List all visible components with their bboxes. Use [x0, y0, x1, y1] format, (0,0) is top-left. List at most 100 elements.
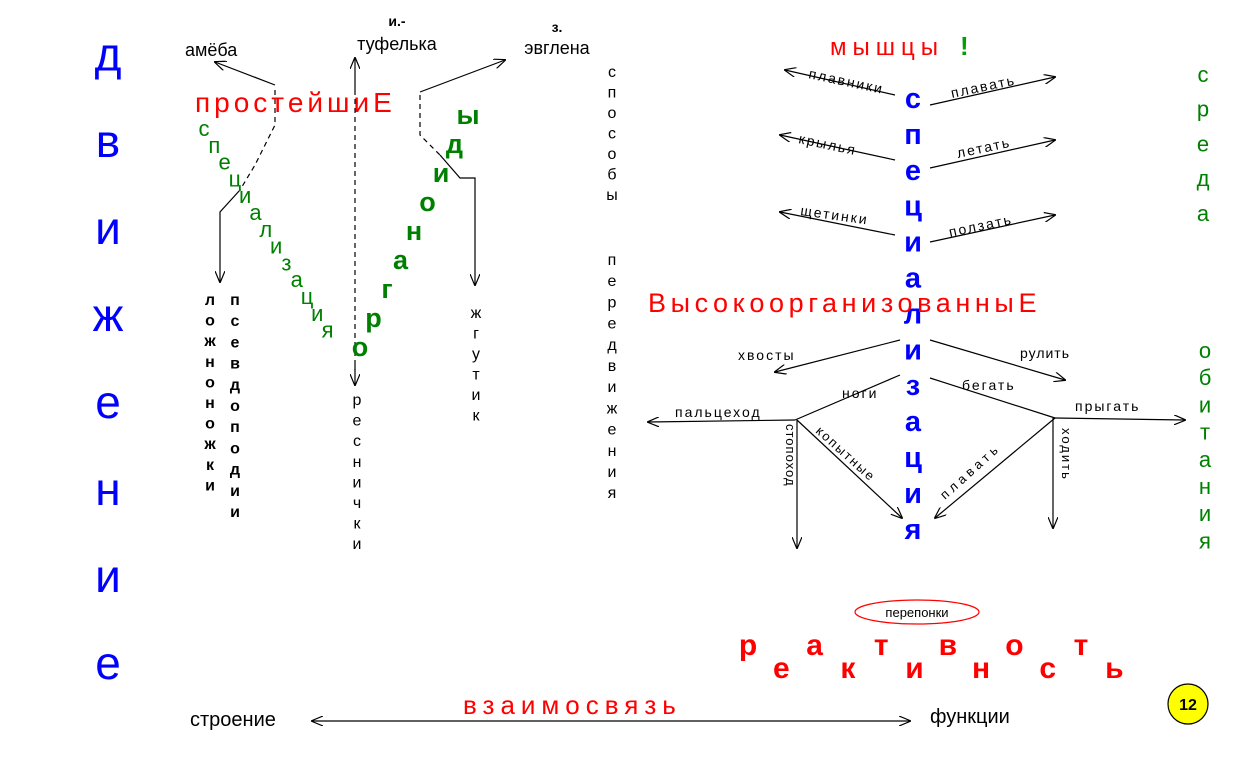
arrow-fins [785, 70, 896, 96]
pseudopodia2-letter: и [230, 504, 240, 521]
pseudopodia2-letter: д [230, 462, 240, 479]
page-number: 12 [1179, 697, 1197, 714]
specialization-green-letter: л [259, 217, 272, 242]
methods1-letter: о [608, 105, 617, 122]
relation-label: взаимосвязь [463, 690, 682, 720]
euglena-label: эвглена [524, 38, 590, 58]
dvizhenie-letter: в [96, 115, 120, 167]
methods2-letter: н [608, 443, 617, 460]
arrow-to-euglena [419, 60, 505, 93]
methods2-letter: д [607, 337, 617, 354]
methods2-letter: е [608, 316, 617, 333]
methods2-letter: я [608, 485, 617, 502]
specialization-green-letter: и [311, 301, 323, 326]
specialization-green-letter: и [239, 183, 251, 208]
arrow-swim2 [935, 417, 1056, 518]
cilia-letter: ч [353, 495, 361, 512]
dvizhenie-letter: и [95, 550, 121, 602]
pseudopodia1-letter: и [205, 477, 215, 494]
specialization-green-letter: а [249, 200, 262, 225]
arrow-fly [929, 140, 1055, 169]
environment-letter: е [1197, 131, 1209, 156]
pseudopodia1-letter: о [205, 313, 215, 330]
pseudopodia1-letter: о [205, 416, 215, 433]
methods1-letter: с [608, 64, 616, 81]
arrow-to-pseudopodia [220, 189, 241, 282]
reactivity-letter: р [739, 629, 757, 662]
arrow-to-flagellum [439, 154, 475, 285]
pseudopodia2-letter: с [231, 313, 240, 330]
reactivity-letter: с [1039, 652, 1056, 685]
pseudopodia1-letter: ж [203, 436, 216, 453]
methods2-letter: в [608, 358, 617, 375]
specialization-blue-letter: и [904, 478, 922, 510]
methods2-letter: е [608, 422, 617, 439]
arrow-tails [775, 339, 901, 372]
environment-letter: р [1197, 97, 1209, 122]
methods2-letter: р [608, 294, 617, 311]
swim2-label: плавать [937, 440, 1004, 502]
reactivity-letter: т [1074, 629, 1089, 662]
dashed-amoeba-line [239, 90, 276, 191]
euglena-prefix: з. [552, 19, 563, 35]
specialization-blue-letter: п [904, 119, 922, 151]
structure-label: строение [190, 709, 276, 731]
hoofed-label: копытные [813, 423, 879, 484]
organoids-letter: н [406, 216, 422, 246]
reactivity-letter: а [806, 629, 823, 662]
organoids-letter: а [393, 245, 409, 275]
arrow-digitigrade [648, 420, 796, 422]
reactivity-letter: о [1005, 629, 1023, 662]
protozoa-title: простейшиЕ [195, 87, 396, 118]
specialization-blue-letter: з [906, 370, 920, 402]
cilia-letter: к [354, 516, 362, 533]
methods1-letter: б [607, 167, 616, 184]
pseudopodia2-letter: п [230, 419, 240, 436]
flagellum-letter: и [472, 387, 481, 404]
cilia-letter: и [353, 536, 362, 553]
cilia-letter: р [353, 392, 362, 409]
reactivity-letter: т [874, 629, 889, 662]
specialization-blue-letter: и [904, 334, 922, 366]
arrow-crawl [929, 215, 1055, 243]
arrow-swim [929, 77, 1055, 106]
habitat-letter: а [1199, 447, 1212, 472]
specialization-green-letter: е [218, 150, 230, 175]
environment-letter: д [1197, 166, 1210, 191]
flagellum-letter: к [473, 408, 481, 425]
paramecium-prefix: и.- [388, 13, 405, 29]
dvizhenie-letter: ж [93, 289, 124, 341]
environment-letter: с [1198, 62, 1209, 87]
methods2-letter: п [608, 252, 617, 269]
dvizhenie-letter: и [95, 202, 121, 254]
fins-label: плавники [807, 65, 885, 97]
reactivity-letter: в [939, 629, 957, 662]
habitat-letter: т [1200, 420, 1210, 445]
webbing-oval [854, 599, 980, 625]
muscles-label: мышцы [830, 34, 944, 61]
jump-label: прыгать [1075, 398, 1140, 414]
dvizhenie-letter: д [95, 28, 122, 80]
pseudopodia1-letter: о [205, 374, 215, 391]
specialization-green-letter: ц [229, 166, 242, 191]
methods1-letter: ы [606, 187, 618, 204]
methods1-letter: п [608, 85, 617, 102]
pseudopodia2-letter: и [230, 483, 240, 500]
reactivity-letter: ь [1105, 652, 1123, 685]
paramecium-label: туфелька [357, 34, 438, 54]
fly-label: летать [955, 134, 1012, 161]
pseudopodia2-letter: о [230, 440, 240, 457]
pseudopodia2-letter: о [230, 398, 240, 415]
habitat-letter: и [1199, 501, 1211, 526]
organoids-letter: г [381, 274, 392, 304]
specialization-blue-letter: ц [904, 191, 922, 223]
flagellum-letter: т [472, 367, 480, 384]
cilia-letter: е [353, 413, 362, 430]
organoids-letter: о [352, 332, 369, 362]
specialization-blue-letter: и [904, 227, 922, 259]
arrow-to-amoeba [215, 62, 276, 86]
specialization-blue-letter: я [904, 514, 922, 546]
